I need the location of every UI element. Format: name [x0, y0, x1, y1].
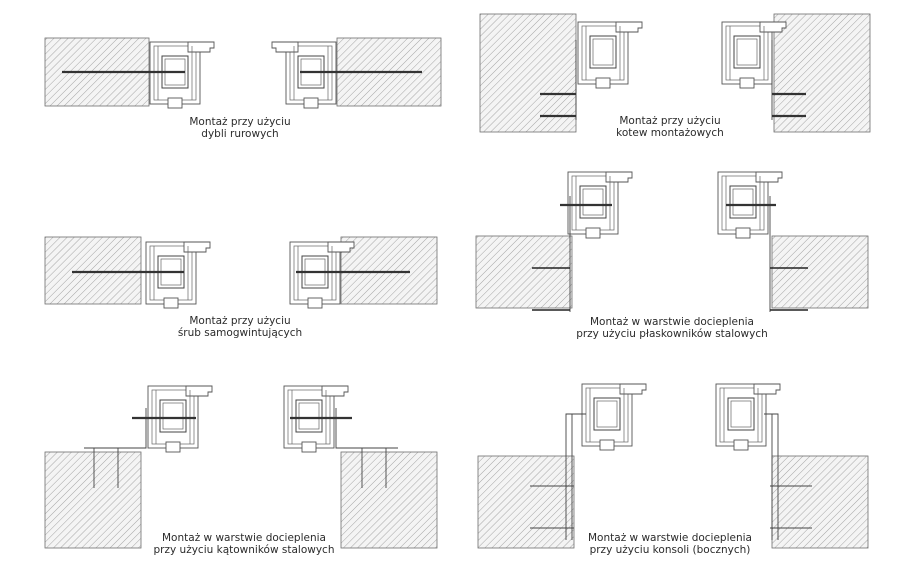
- caption-line-2: przy użyciu konsoli (bocznych): [590, 544, 751, 556]
- wall-right: [771, 235, 869, 309]
- window-profile-left: [145, 241, 211, 309]
- angle-bracket-left: [84, 408, 147, 449]
- window-profile-right: [715, 383, 781, 451]
- panel-mounting-anchors: Montaż przy użyciu kotew montażowych: [479, 13, 871, 139]
- caption-line-1: Montaż przy użyciu: [619, 115, 720, 127]
- caption-line-1: Montaż w warstwie docieplenia: [590, 316, 754, 328]
- wall-right: [340, 236, 438, 305]
- wall-right: [773, 13, 871, 133]
- wall-left: [479, 13, 577, 133]
- wall-left: [477, 455, 575, 549]
- caption-line-2: kotew montażowych: [616, 127, 724, 139]
- panel-self-tapping-screws: Montaż przy użyciu śrub samogwintujących: [44, 236, 438, 339]
- angle-bracket-right: [335, 408, 398, 449]
- panel-dowel-anchors: Montaż przy użyciu dybli rurowych: [44, 37, 442, 140]
- wall-left: [44, 451, 142, 549]
- panel-steel-flat-bars: Montaż w warstwie docieplenia przy użyci…: [475, 171, 869, 340]
- wall-right: [340, 451, 438, 549]
- window-profile-right: [271, 41, 337, 109]
- caption-line-2: dybli rurowych: [201, 128, 278, 140]
- caption-line-2: przy użyciu płaskowników stalowych: [576, 328, 768, 340]
- window-profile-left: [581, 383, 647, 451]
- panel-side-brackets: Montaż w warstwie docieplenia przy użyci…: [477, 383, 869, 556]
- caption-line-1: Montaż w warstwie docieplenia: [162, 532, 326, 544]
- side-console-right: [764, 413, 779, 540]
- caption-line-2: śrub samogwintujących: [178, 327, 302, 339]
- caption-line-1: Montaż przy użyciu: [189, 315, 290, 327]
- wall-right: [771, 455, 869, 549]
- side-console-left: [565, 413, 586, 540]
- wall-left: [44, 236, 142, 305]
- caption-line-2: przy użyciu kątowników stalowych: [154, 544, 335, 556]
- window-profile-left: [577, 21, 643, 89]
- panel-steel-angle-brackets: Montaż w warstwie docieplenia przy użyci…: [44, 385, 438, 556]
- wall-left: [475, 235, 573, 309]
- caption-line-1: Montaż w warstwie docieplenia: [588, 532, 752, 544]
- caption-line-1: Montaż przy użyciu: [189, 116, 290, 128]
- window-profile-left: [149, 41, 215, 109]
